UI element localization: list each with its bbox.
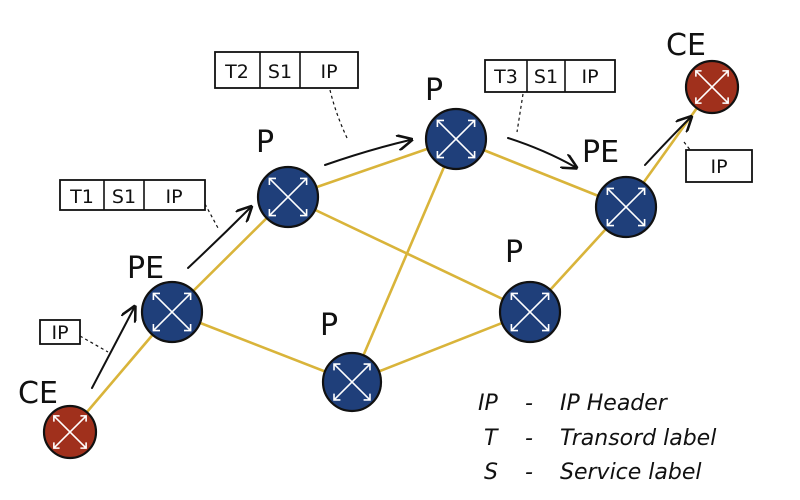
flow-arrow-pe-to-ce — [644, 118, 690, 166]
label-stack-egress: IP — [685, 149, 753, 183]
flow-arrow-p-to-p — [324, 140, 410, 166]
router-p-upper-left-icon — [256, 165, 320, 229]
label-stack-pe-to-p: T1 S1 IP — [59, 179, 206, 211]
label-ce-left: CE — [18, 376, 58, 411]
router-p-bottom-icon — [321, 351, 383, 413]
label-pe-right: PE — [582, 135, 619, 170]
router-pe-right-icon — [594, 175, 658, 239]
stack-egress-cell-1: IP — [710, 156, 727, 178]
legend-key-s: S — [484, 460, 498, 485]
stack-ingress-cell-1: IP — [51, 322, 68, 344]
legend-key-ip: IP — [478, 391, 498, 416]
link-pe-left-p-bottom — [170, 310, 354, 384]
label-stack-p-to-pe: T3 S1 IP — [484, 59, 616, 93]
legend-dash-s: - — [525, 460, 533, 485]
stack-pe-to-p-cell-2: S1 — [112, 186, 136, 208]
legend-dash-t: - — [525, 426, 533, 451]
label-ce-right: CE — [666, 28, 706, 63]
link-p-bottom-p-right — [350, 310, 532, 384]
label-p-bottom: P — [320, 308, 338, 343]
stack-p-to-p-cell-3: IP — [320, 61, 337, 83]
stack-p-to-p-cell-2: S1 — [268, 61, 292, 83]
leader-ingress — [79, 335, 109, 353]
stack-p-to-pe-cell-2: S1 — [534, 66, 558, 88]
legend-text-ip: IP Header — [560, 391, 669, 416]
router-labels: CE PE P P P P PE CE — [18, 28, 706, 411]
router-ce-left-icon — [42, 404, 98, 460]
link-p-upper-left-p-right — [286, 195, 532, 314]
stack-p-to-p-cell-1: T2 — [224, 61, 249, 83]
stack-p-to-pe-cell-3: IP — [581, 66, 598, 88]
flow-arrow-p-to-pe — [507, 137, 575, 167]
routers — [42, 59, 740, 460]
leader-p-to-pe — [516, 93, 524, 133]
legend-key-t: T — [484, 426, 499, 451]
label-pe-left: PE — [127, 251, 164, 286]
legend: IP - IP Header T - Transord label S - Se… — [478, 391, 716, 485]
legend-dash-ip: - — [525, 391, 533, 416]
traffic-flow-arrows — [91, 118, 690, 389]
legend-text-t: Transord label — [560, 426, 716, 451]
router-p-right-icon — [498, 280, 562, 344]
stack-p-to-pe-cell-1: T3 — [493, 66, 518, 88]
flow-arrow-pe-to-p — [187, 208, 250, 269]
leader-pe-to-p — [204, 203, 219, 229]
leader-p-to-p — [329, 89, 349, 141]
router-pe-left-icon — [140, 280, 204, 344]
stack-pe-to-p-cell-3: IP — [165, 186, 182, 208]
label-p-upper-left: P — [256, 125, 274, 160]
flow-arrow-ce-to-pe — [91, 308, 134, 389]
label-stack-ingress: IP — [39, 319, 81, 345]
label-p-right: P — [505, 235, 523, 270]
label-stack-p-to-p: T2 S1 IP — [214, 51, 359, 89]
router-ce-right-icon — [684, 59, 740, 115]
legend-text-s: Service label — [560, 460, 702, 485]
stack-pe-to-p-cell-1: T1 — [69, 186, 94, 208]
label-p-top: P — [425, 73, 443, 108]
link-p-top-p-bottom — [350, 137, 458, 384]
router-p-top-icon — [424, 107, 488, 171]
